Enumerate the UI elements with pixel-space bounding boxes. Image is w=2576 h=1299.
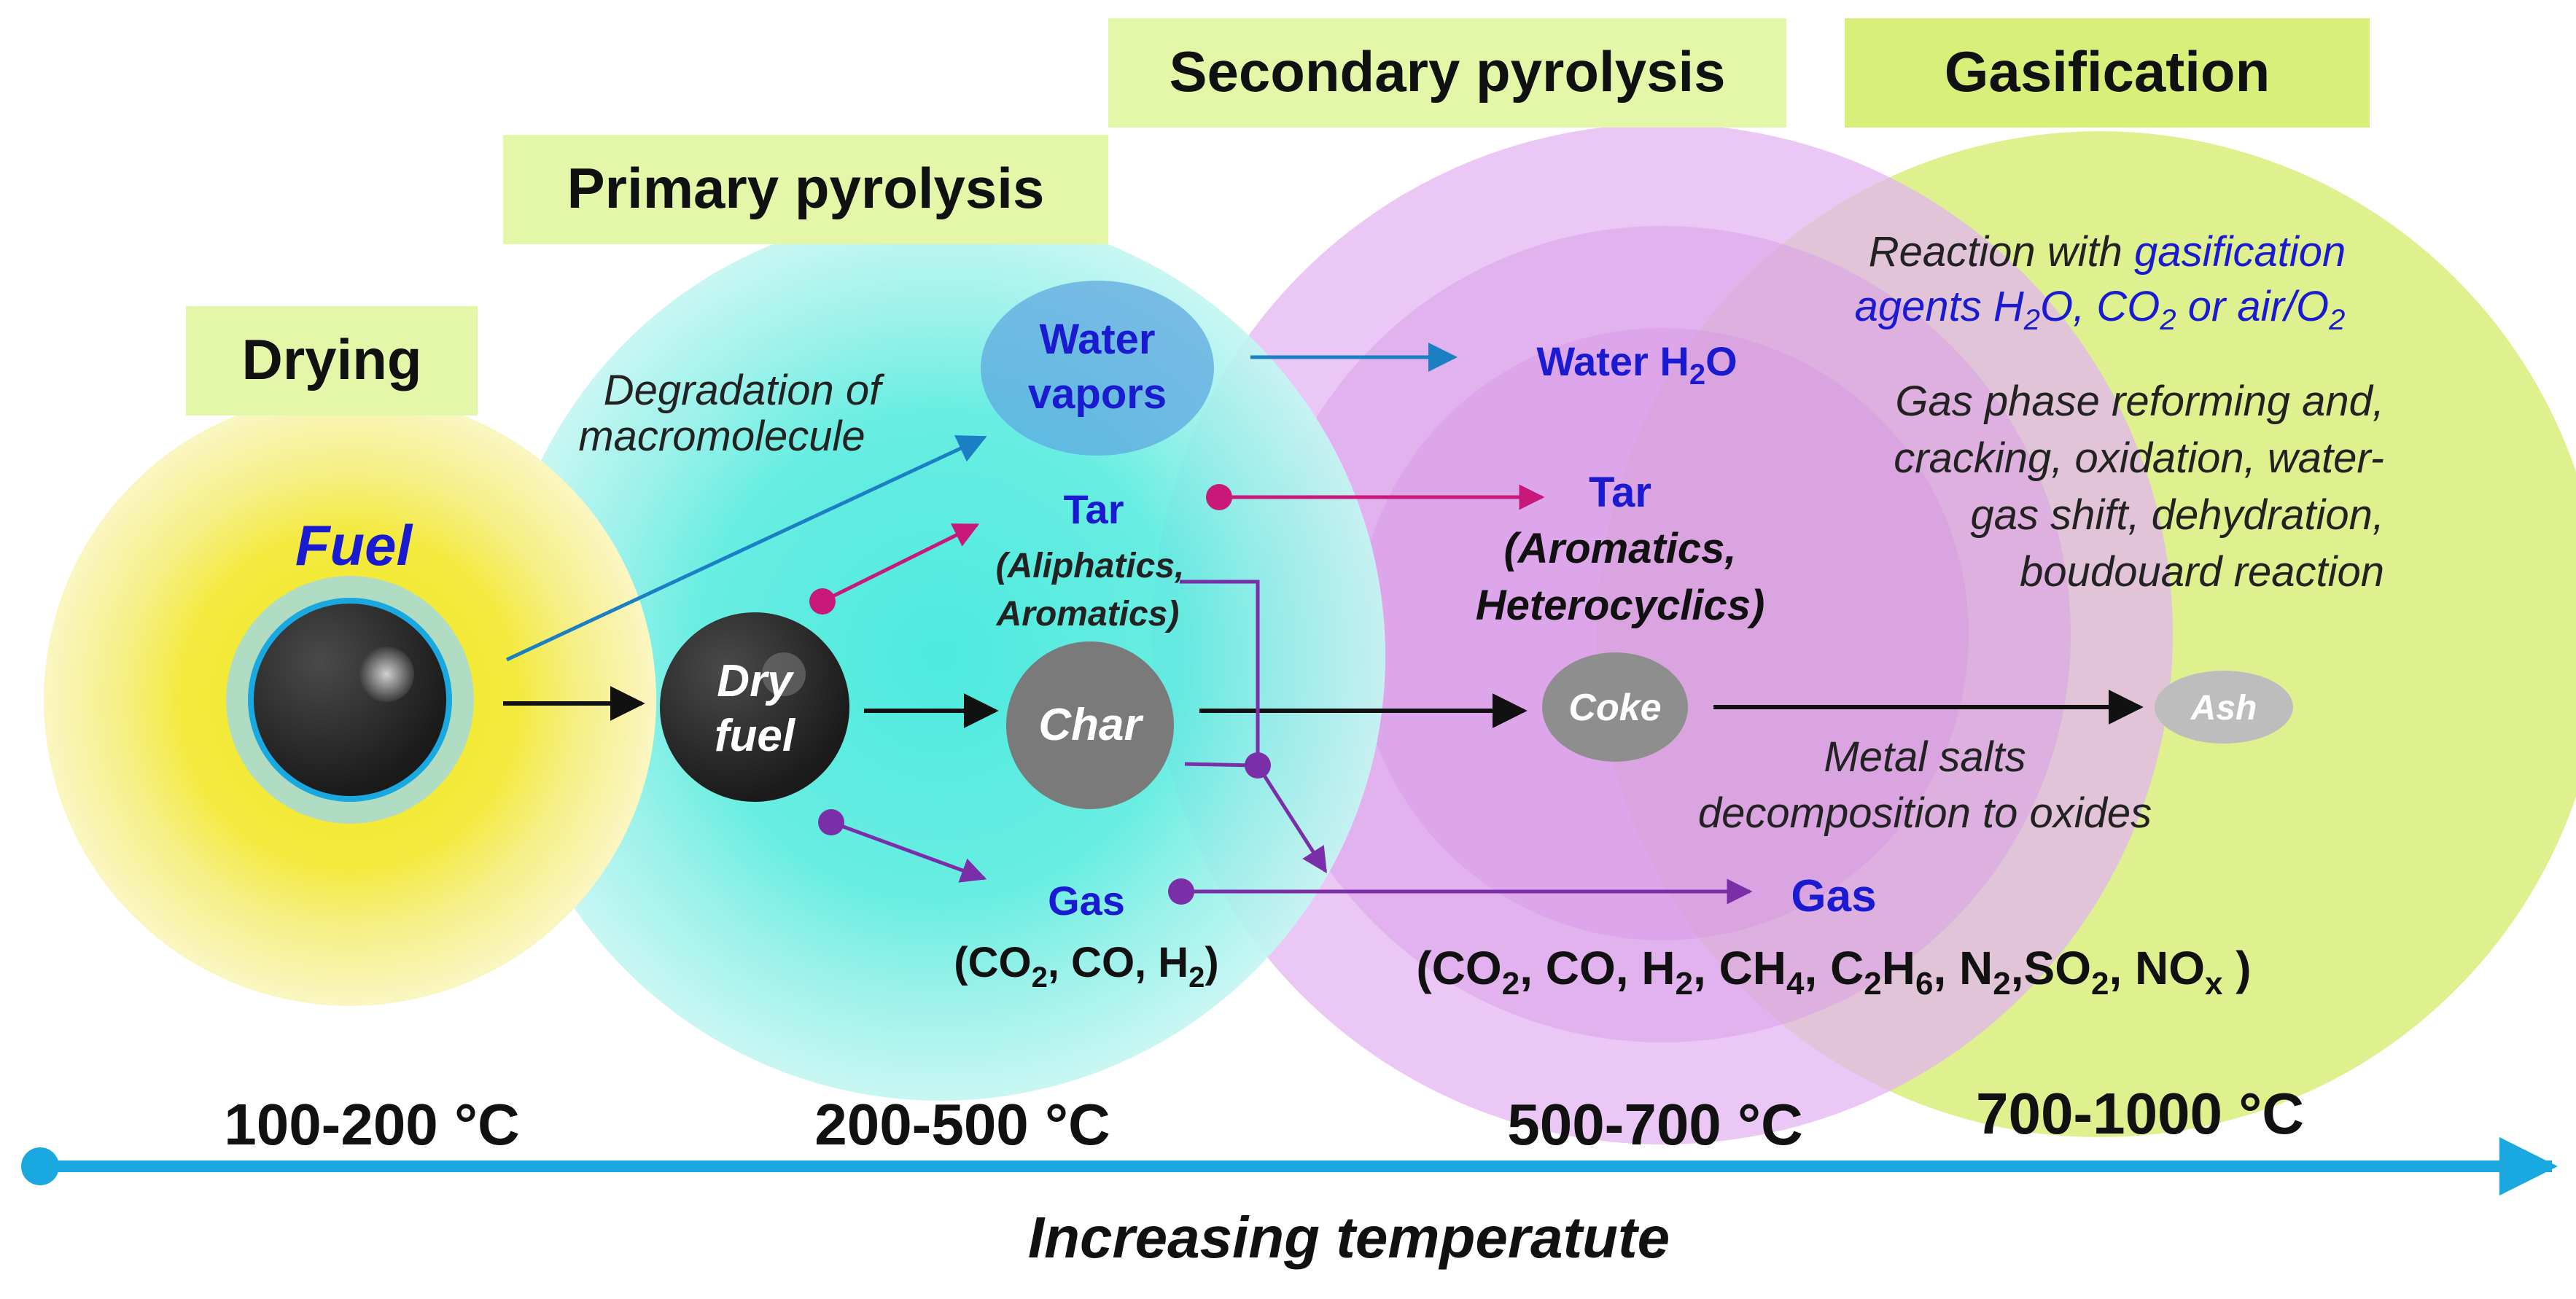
note-metal-1: Metal salts <box>1824 733 2026 781</box>
dry-fuel-label-1: Dry <box>717 656 795 706</box>
primary-products: Tar (Aliphatics, Aromatics) Gas (CO2, CO… <box>954 486 1219 994</box>
secondary-title-box <box>1108 18 1786 128</box>
primary-title-box <box>503 135 1108 244</box>
gasification-title-box <box>1845 18 2370 128</box>
secondary-tar-detail-2: Heterocyclics) <box>1476 582 1765 629</box>
note-reforming-4: boudouard reaction <box>2020 548 2384 596</box>
water-vapors-label-1: Water <box>1040 316 1156 363</box>
primary-gas-label: Gas <box>1048 878 1125 924</box>
stage-titles: Drying Primary pyrolysis Secondary pyrol… <box>186 18 2370 416</box>
primary-title: Primary pyrolysis <box>567 156 1045 220</box>
water-vapors-node: Water vapors <box>981 281 1214 456</box>
water-vapors-label-2: vapors <box>1028 370 1167 418</box>
note-degradation-1: Degradation of <box>604 367 885 414</box>
secondary-pyrolysis-zone-outer <box>1152 124 2173 1144</box>
gasification-title: Gasification <box>1945 39 2270 104</box>
note-reforming-3: gas shift, dehydration, <box>1971 491 2384 539</box>
temp-drying: 100-200 °C <box>224 1092 520 1157</box>
primary-tar-label: Tar <box>1064 486 1124 532</box>
temp-primary: 200-500 °C <box>814 1092 1110 1157</box>
secondary-title: Secondary pyrolysis <box>1169 39 1725 104</box>
arrow-dryfuel-to-tar <box>821 523 980 604</box>
annotation-notes: Degradation of macromolecule Reaction wi… <box>578 228 2384 837</box>
secondary-tar-detail-1: (Aromatics, <box>1503 525 1736 572</box>
char-node: Char <box>1006 641 1174 809</box>
secondary-pyrolysis-zone-inner <box>1356 328 1969 940</box>
drying-title-box <box>186 306 478 416</box>
fuel-label: Fuel <box>295 513 413 577</box>
note-reaction-1: Reaction with gasification <box>1869 228 2346 276</box>
secondary-tar-label: Tar <box>1589 469 1651 516</box>
temperature-axis: Increasing temperatute <box>21 1137 2558 1270</box>
secondary-gas-detail: (CO2, CO, H2, CH4, C2H6, N2,SO2, NOx ) <box>1416 942 2251 1002</box>
note-reaction-2: agents H2O, CO2 or air/O2 <box>1855 283 2346 336</box>
zone-circles <box>44 124 2576 1144</box>
temperature-labels: 100-200 °C 200-500 °C 500-700 °C 700-100… <box>224 1081 2304 1157</box>
note-degradation-2: macromolecule <box>578 413 865 460</box>
secondary-products: Water H2O Tar (Aromatics, Heterocyclics)… <box>1416 338 2251 1002</box>
dry-fuel-label-2: fuel <box>715 711 796 761</box>
temp-secondary: 500-700 °C <box>1507 1092 1803 1157</box>
dry-fuel-node: Dry fuel <box>660 612 849 802</box>
temp-gasification: 700-1000 °C <box>1976 1081 2304 1146</box>
primary-tar-detail-1: (Aliphatics, <box>996 547 1185 585</box>
secondary-pyrolysis-zone-mid <box>1254 226 2071 1042</box>
arrow-char-to-gas <box>1184 762 1255 768</box>
secondary-gas-label: Gas <box>1791 871 1876 921</box>
drying-title: Drying <box>241 327 421 391</box>
char-label: Char <box>1038 700 1143 750</box>
note-reforming-2: cracking, oxidation, water- <box>1894 434 2384 482</box>
fuel-particle: Fuel <box>226 513 474 824</box>
ash-node: Ash <box>2155 671 2293 744</box>
secondary-water-label: Water H2O <box>1536 338 1737 391</box>
primary-tar-detail-2: Aromatics) <box>996 595 1180 633</box>
gas-arrows <box>818 580 1753 905</box>
ash-label: Ash <box>2190 689 2257 727</box>
note-reforming-1: Gas phase reforming and, <box>1895 378 2384 425</box>
arrow-fuel-to-water <box>505 435 987 662</box>
axis-label: Increasing temperatute <box>1028 1205 1670 1270</box>
primary-gas-detail: (CO2, CO, H2) <box>954 939 1219 994</box>
arrow-tar-cracking-to-gas <box>1180 580 1328 873</box>
tar-arrows <box>809 484 1545 615</box>
note-metal-2: decomposition to oxides <box>1698 789 2152 837</box>
main-flow-arrows <box>503 686 2144 728</box>
arrow-dryfuel-to-gas <box>830 820 987 883</box>
water-arrows <box>505 343 1458 662</box>
coke-label: Coke <box>1568 687 1661 729</box>
coke-node: Coke <box>1542 652 1688 762</box>
